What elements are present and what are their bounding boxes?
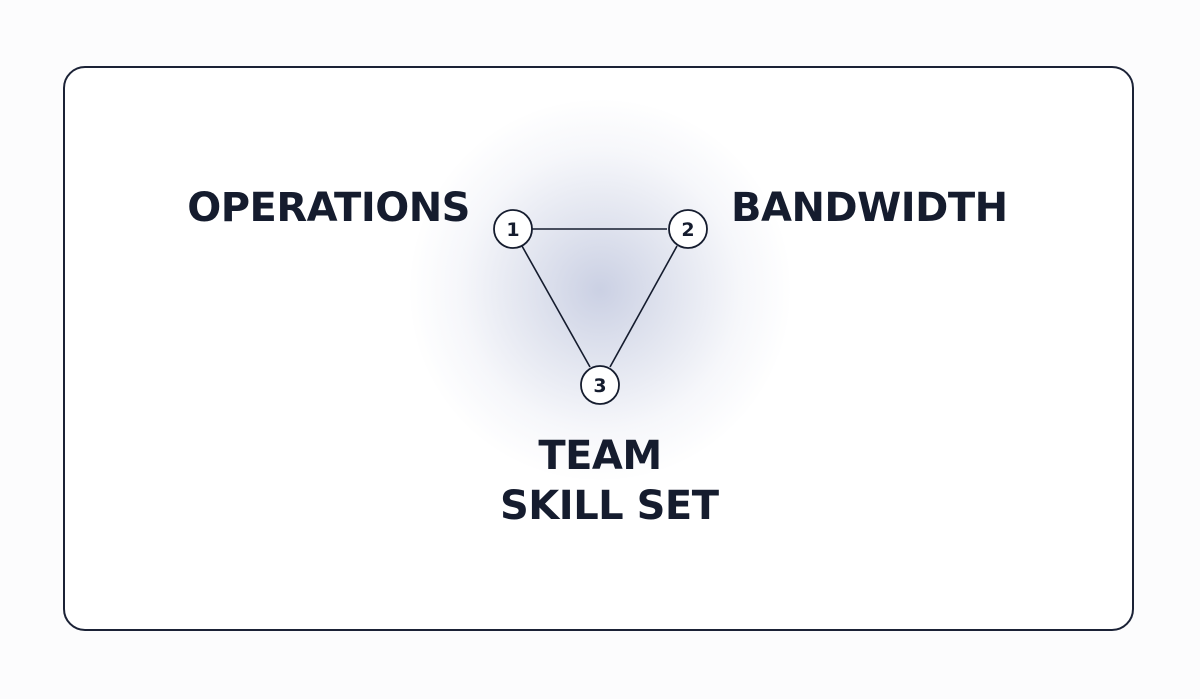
node-3-number: 3 <box>593 375 606 397</box>
node-2: 2 <box>668 209 708 249</box>
node-3: 3 <box>580 365 620 405</box>
team-skill-set-label: TEAM SKILL SET <box>500 431 719 531</box>
node-1: 1 <box>493 209 533 249</box>
center-glow <box>410 100 790 480</box>
node-1-number: 1 <box>506 219 519 241</box>
team-label-line2: SKILL SET <box>500 483 719 529</box>
operations-label: OPERATIONS <box>187 185 470 231</box>
team-label-line1: TEAM <box>538 433 662 479</box>
edge-3-1 <box>521 245 591 368</box>
edge-2-3 <box>609 245 678 368</box>
bandwidth-label: BANDWIDTH <box>731 185 1008 231</box>
node-2-number: 2 <box>681 219 694 241</box>
